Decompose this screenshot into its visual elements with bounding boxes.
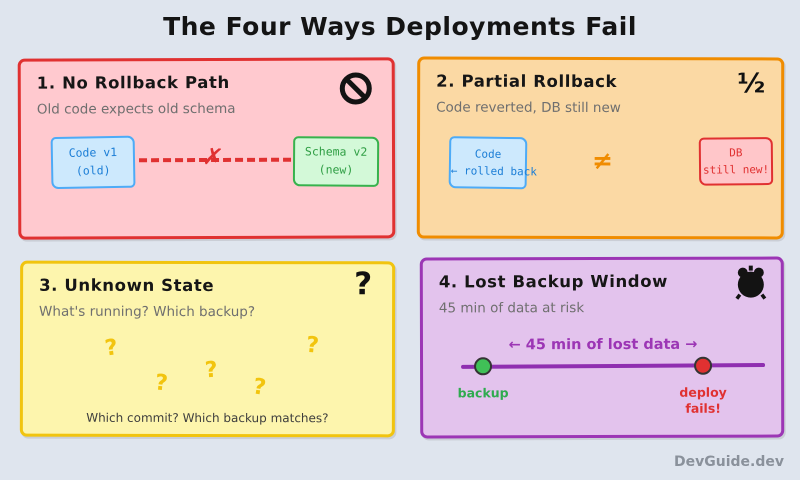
panel4-subtitle: 45 min of data at risk [438, 300, 585, 317]
page-title: The Four Ways Deployments Fail [163, 12, 637, 41]
watermark: DevGuide.dev [674, 454, 784, 470]
code-v1-line2: (old) [75, 163, 111, 178]
code-v1-line1: Code v1 [68, 145, 118, 161]
scattered-question-mark: ? [251, 374, 268, 401]
panel3-title: 3. Unknown State [39, 275, 215, 296]
scattered-question-mark: ? [304, 332, 320, 359]
schema-v2-line1: Schema v2 [304, 144, 368, 159]
question-mark-icon: ? [354, 266, 373, 303]
no-entry-icon [338, 70, 374, 110]
panel-partial-rollback: 2. Partial Rollback Code reverted, DB st… [416, 56, 785, 240]
panel2-title: 2. Partial Rollback [436, 71, 618, 92]
panel-no-rollback-path: 1. No Rollback Path Old code expects old… [17, 57, 396, 240]
panel4-title: 4. Lost Backup Window [438, 271, 669, 292]
code-rolled-back-line1: Code [474, 147, 502, 161]
x-mark-icon: ✗ [201, 141, 225, 173]
alarm-clock-icon [733, 265, 769, 305]
deploy-fails-line1: deploy [679, 384, 727, 400]
backup-label: backup [457, 385, 509, 401]
deploy-fails-line2: fails! [685, 400, 721, 417]
db-still-new-line1: DB [729, 146, 743, 160]
timeline-window-label: ← 45 min of lost data → [508, 336, 698, 354]
not-equal-icon: ≠ [591, 145, 613, 176]
schema-v2-line2: (new) [318, 162, 354, 177]
panel2-subtitle: Code reverted, DB still new [436, 99, 621, 117]
code-v1-box: Code v1 (old) [50, 135, 136, 190]
code-rolled-back-box: Code ← rolled back [448, 136, 538, 190]
db-still-new-box: DB still new! [698, 137, 774, 186]
panel3-caption: Which commit? Which backup matches? [86, 410, 329, 426]
panel3-subtitle: What's running? Which backup? [39, 303, 256, 321]
timeline-line [461, 363, 766, 369]
deploy-fail-point-dot [694, 356, 713, 375]
panel-unknown-state: 3. Unknown State What's running? Which b… [19, 260, 396, 438]
schema-v2-box: Schema v2 (new) [292, 136, 380, 187]
backup-point-dot [474, 357, 493, 376]
scattered-question-mark: ? [153, 370, 169, 397]
code-rolled-back-line2: ← rolled back [450, 164, 538, 179]
scattered-question-mark: ? [103, 335, 120, 362]
panel1-title: 1. No Rollback Path [36, 72, 230, 93]
scattered-question-mark: ? [204, 357, 219, 384]
panel1-subtitle: Old code expects old schema [36, 100, 236, 118]
db-still-new-line2: still new! [702, 163, 770, 177]
deploy-fails-label: deploy fails! [668, 385, 738, 418]
panel-lost-backup-window: 4. Lost Backup Window 45 min of data at … [419, 256, 785, 439]
one-half-icon: ½ [737, 68, 766, 100]
